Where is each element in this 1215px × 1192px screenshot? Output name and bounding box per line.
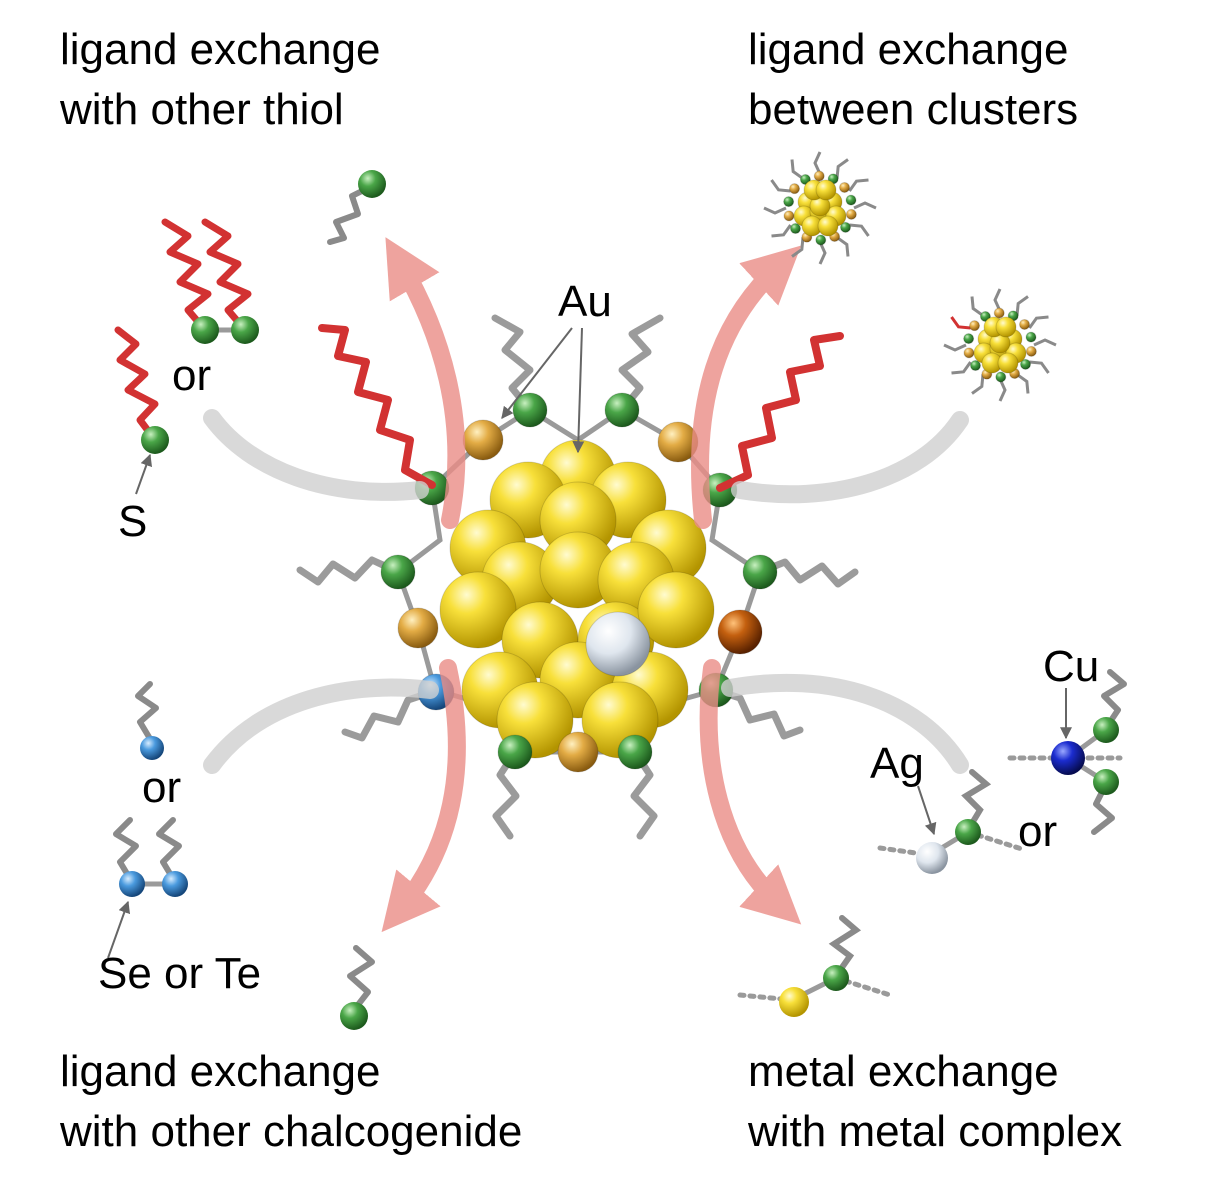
mini-ligand — [970, 296, 984, 317]
silver-atom — [585, 611, 651, 677]
mini-staple-atom — [993, 307, 1005, 319]
label-au: Au — [558, 277, 612, 326]
mini-staple-atom — [963, 333, 975, 345]
caption-top-left-line2: with other thiol — [60, 85, 344, 134]
caption-top-right-line1: ligand exchange — [748, 25, 1069, 74]
caption-bottom-right: metal exchange with metal complex — [748, 1042, 1122, 1162]
label-or-left: or — [142, 763, 182, 812]
mini-cluster — [943, 288, 1057, 402]
mini-gold-atom — [995, 316, 1017, 338]
sulfur-atom — [617, 734, 653, 770]
mini-staple-atom — [839, 181, 851, 193]
mini-staple-atom — [815, 234, 827, 246]
mini-ligand — [998, 378, 1007, 402]
caption-bottom-right-line1: metal exchange — [748, 1047, 1059, 1096]
sulfur-atom — [604, 392, 640, 428]
mini-ligand — [836, 236, 850, 257]
label-or-right: or — [1018, 807, 1058, 856]
gold-atom — [439, 571, 517, 649]
released-thiolate-top — [327, 170, 386, 245]
mini-ligand — [1015, 295, 1029, 316]
mini-staple-atom — [783, 210, 795, 222]
mini-staple-atom — [845, 194, 857, 206]
staple-gold-atom — [557, 731, 599, 773]
released-thiolate-bottom — [340, 945, 375, 1030]
staple-gold-atom — [397, 607, 439, 649]
mini-ligand — [993, 288, 1002, 312]
mini-ligand — [1033, 338, 1057, 347]
caption-top-left-line1: ligand exchange — [60, 25, 381, 74]
mini-ligand — [1029, 360, 1050, 374]
caption-bottom-left-line2: with other chalcogenide — [60, 1107, 523, 1156]
label-or-top: or — [172, 351, 212, 400]
mini-clusters — [763, 151, 1057, 402]
sulfur-atom — [380, 554, 416, 590]
mini-staple-atom — [1025, 345, 1037, 357]
sulfur-atom — [742, 554, 778, 590]
label-ag: Ag — [870, 739, 924, 788]
mini-ligand — [818, 241, 827, 265]
mini-ligand — [943, 343, 967, 352]
mini-staple-atom — [845, 208, 857, 220]
mini-ligand — [835, 158, 849, 179]
mini-ligand — [770, 179, 791, 193]
outgoing-red-arrows — [381, 237, 802, 933]
incoming-gray-arrows — [203, 409, 969, 774]
label-s: S — [118, 497, 148, 546]
caption-bottom-left: ligand exchange with other chalcogenide — [60, 1042, 522, 1162]
mini-cluster — [763, 151, 877, 265]
mini-staple-atom — [979, 311, 991, 323]
mini-staple-atom — [789, 183, 801, 195]
released-gold-complex — [737, 915, 893, 1017]
staple-atoms — [380, 392, 778, 773]
sulfur-atom — [497, 734, 533, 770]
mini-staple-atom — [1025, 331, 1037, 343]
copper-site-atom — [717, 609, 763, 655]
mini-staple-atom — [969, 320, 981, 332]
mini-ligand — [853, 201, 877, 210]
mini-staple-atom — [963, 347, 975, 359]
mini-ligand — [971, 374, 985, 395]
mini-ligand — [1016, 373, 1030, 394]
mini-ligand — [763, 206, 787, 215]
red-thiol-chains — [318, 324, 844, 492]
mini-gold-atom — [997, 352, 1019, 374]
mini-ligand — [951, 361, 972, 375]
pointer-lines — [107, 327, 1072, 959]
mini-staple-atom — [813, 170, 825, 182]
metal-complexes — [877, 669, 1127, 874]
label-cu: Cu — [1043, 642, 1100, 691]
thiol-molecules — [114, 218, 259, 454]
caption-bottom-left-line1: ligand exchange — [60, 1047, 381, 1096]
caption-top-right: ligand exchange between clusters — [748, 20, 1078, 140]
mini-ligand — [791, 237, 805, 258]
mini-ligand — [848, 178, 869, 192]
caption-bottom-right-line2: with metal complex — [748, 1107, 1123, 1156]
label-se-te: Se or Te — [98, 949, 262, 998]
mini-ligand — [813, 151, 822, 175]
mini-ligand — [849, 223, 870, 237]
mini-staple-atom — [995, 371, 1007, 383]
mini-staple-atom — [799, 174, 811, 186]
staple-gold-atom — [462, 419, 504, 461]
mini-staple-atom — [839, 221, 851, 233]
mini-gold-atom — [817, 215, 839, 237]
mini-staple-atom — [1019, 318, 1031, 330]
mini-ligand — [1028, 315, 1049, 329]
mini-gold-atom — [815, 179, 837, 201]
selenolate-molecules — [113, 681, 188, 897]
core-ligand-chains — [296, 314, 859, 840]
caption-top-left: ligand exchange with other thiol — [60, 20, 380, 140]
mini-staple-atom — [969, 360, 981, 372]
mini-staple-atom — [789, 223, 801, 235]
mini-ligand — [950, 316, 971, 330]
mini-ligand — [771, 224, 792, 238]
mini-staple-atom — [1019, 358, 1031, 370]
gold-core — [439, 439, 715, 759]
mini-staple-atom — [783, 196, 795, 208]
gold-atom — [637, 571, 715, 649]
mini-ligand — [790, 159, 804, 180]
caption-top-right-line2: between clusters — [748, 85, 1079, 134]
